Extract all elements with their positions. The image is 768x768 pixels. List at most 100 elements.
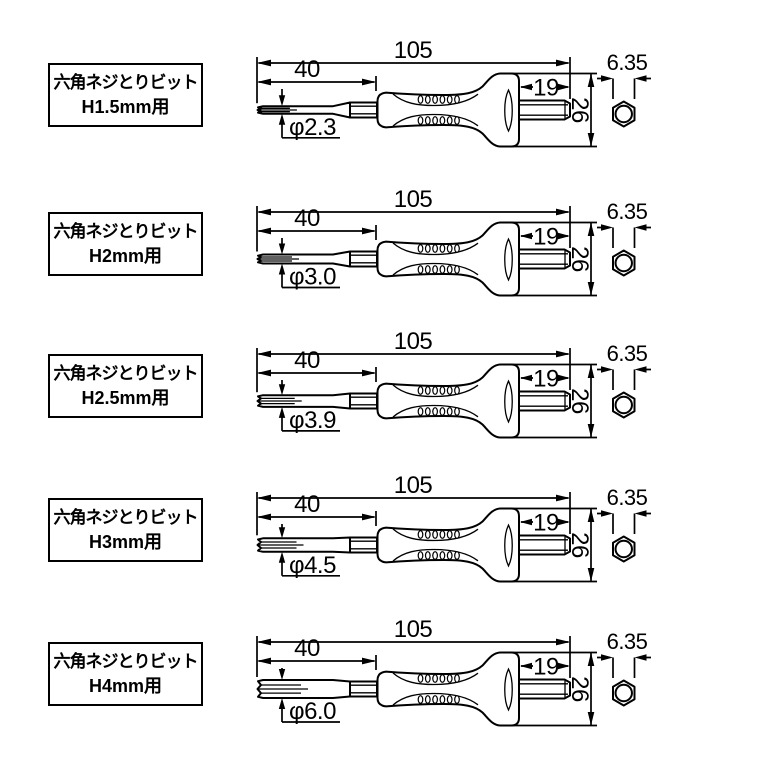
- hexagon-inner-circle: [614, 683, 633, 703]
- dim-hex-size-text: 6.35: [607, 50, 648, 75]
- hex-cross-section: 6.35: [597, 199, 651, 277]
- bit-label-size: H2mm用: [88, 246, 163, 266]
- dim-tip-diameter: φ2.3: [278, 89, 340, 141]
- flange-face-highlight: [504, 379, 513, 424]
- bit-label-size: H1.5mm用: [81, 97, 170, 117]
- hex-cross-section: 6.35: [597, 50, 651, 128]
- bit-tip-flutes: [258, 107, 297, 113]
- dim-total-length: 105: [256, 472, 571, 536]
- flange-face-highlight: [504, 237, 513, 282]
- handle-grip-panel-bottom: [392, 548, 479, 562]
- bit-handle: [376, 507, 520, 583]
- dim-tip-length: 40: [257, 205, 377, 240]
- dim-total-length: 105: [256, 37, 571, 104]
- bit-technical-drawing: 105 40: [256, 616, 651, 727]
- bit-hex-collar: [349, 101, 378, 119]
- dim-tip-diameter: φ4.5: [278, 524, 340, 579]
- hex-cross-section: 6.35: [597, 341, 651, 419]
- dim-tip-length-text: 40: [294, 635, 320, 662]
- bit-label-box: 六角ネジとりビット H3mm用: [48, 498, 203, 562]
- dim-shank-length: 19: [520, 224, 570, 251]
- dim-tip-length: 40: [257, 56, 377, 91]
- bit-label-name: 六角ネジとりビット: [53, 508, 199, 527]
- bit-label-size: H3mm用: [88, 532, 163, 552]
- hexagon-inner-circle: [614, 104, 633, 124]
- dim-flange-diameter-text: 26: [566, 388, 593, 414]
- bit-technical-drawing: 105 40: [256, 37, 651, 148]
- handle-grip-ribs: [417, 386, 460, 416]
- dim-total-length-text: 105: [394, 37, 433, 64]
- bit-row: 六角ネジとりビット H2mm用 105 40: [0, 149, 768, 299]
- bit-label-name: 六角ネジとりビット: [53, 73, 199, 92]
- bit-handle: [376, 221, 520, 297]
- bit-row: 六角ネジとりビット H2.5mm用 105 40: [0, 291, 768, 441]
- bit-label-size: H4mm用: [88, 676, 163, 696]
- bit-row: 六角ネジとりビット H3mm用 105 40: [0, 435, 768, 585]
- bit-label-box: 六角ネジとりビット H1.5mm用: [48, 63, 203, 127]
- dim-flange-diameter: 26: [509, 363, 597, 439]
- flange-face-highlight: [504, 667, 513, 712]
- dim-tip-diameter: φ6.0: [278, 668, 340, 725]
- handle-grip-panel-top: [392, 672, 479, 686]
- flange-face-highlight: [504, 523, 513, 568]
- dim-total-length-text: 105: [394, 328, 433, 355]
- handle-grip-panel-top: [392, 242, 479, 256]
- handle-grip-panel-bottom: [392, 113, 479, 127]
- bit-tip-flutes: [258, 541, 304, 549]
- handle-grip-ribs: [417, 95, 460, 125]
- bit-body: [256, 651, 571, 727]
- hex-cross-section: 6.35: [597, 629, 651, 707]
- dim-flange-diameter: 26: [509, 72, 597, 148]
- bit-shaft: [256, 250, 351, 268]
- dim-shank-length: 19: [520, 366, 570, 393]
- dim-flange-diameter-text: 26: [566, 97, 593, 123]
- handle-grip-panel-top: [392, 93, 479, 107]
- handle-grip-panel-bottom: [392, 262, 479, 276]
- bit-shaft: [256, 101, 351, 119]
- bit-handle: [376, 363, 520, 439]
- bit-label-box: 六角ネジとりビット H4mm用: [48, 642, 203, 706]
- dim-tip-length-text: 40: [294, 205, 320, 232]
- dim-tip-diameter-text: φ3.9: [289, 407, 336, 434]
- dim-tip-diameter-text: φ3.0: [289, 264, 336, 291]
- bit-label-size: H2.5mm用: [81, 388, 170, 408]
- bit-technical-drawing: 105 40: [256, 472, 651, 583]
- bit-body: [256, 507, 571, 583]
- dim-shank-length-text: 19: [533, 224, 559, 251]
- hexagon-inner-circle: [614, 539, 633, 559]
- dim-tip-length-text: 40: [294, 56, 320, 83]
- dim-tip-diameter-text: φ6.0: [289, 698, 336, 725]
- dim-tip-diameter-text: φ2.3: [289, 114, 336, 141]
- dim-flange-diameter-text: 26: [566, 246, 593, 272]
- bit-shaft: [256, 392, 351, 410]
- bit-hex-shank: [518, 390, 571, 412]
- bit-tip-flutes: [258, 256, 299, 262]
- dim-tip-length: 40: [257, 491, 377, 526]
- handle-grip-panel-bottom: [392, 692, 479, 706]
- hexagon-inner-circle: [614, 253, 633, 273]
- bit-body: [256, 363, 571, 439]
- dim-shank-length: 19: [520, 654, 570, 681]
- dim-shank-length: 19: [520, 510, 570, 537]
- dim-hex-size-text: 6.35: [607, 629, 648, 654]
- flange-face-highlight: [504, 88, 513, 133]
- dim-tip-diameter: φ3.9: [278, 380, 340, 434]
- dim-tip-diameter-text: φ4.5: [289, 552, 336, 579]
- bit-hex-shank: [518, 248, 571, 270]
- handle-grip-ribs: [417, 530, 460, 560]
- dim-total-length-text: 105: [394, 616, 433, 643]
- dim-flange-diameter-text: 26: [566, 676, 593, 702]
- dim-flange-diameter: 26: [509, 507, 597, 583]
- handle-grip-panel-top: [392, 384, 479, 398]
- hexagon-inner-circle: [614, 395, 633, 415]
- dim-total-length: 105: [256, 328, 571, 393]
- dim-shank-length-text: 19: [533, 366, 559, 393]
- bit-shaft: [256, 536, 351, 554]
- bit-handle: [376, 72, 520, 148]
- handle-grip-ribs: [417, 674, 460, 704]
- dim-flange-diameter: 26: [509, 651, 597, 727]
- bit-handle: [376, 651, 520, 727]
- dim-hex-size-text: 6.35: [607, 485, 648, 510]
- dim-total-length: 105: [256, 186, 571, 252]
